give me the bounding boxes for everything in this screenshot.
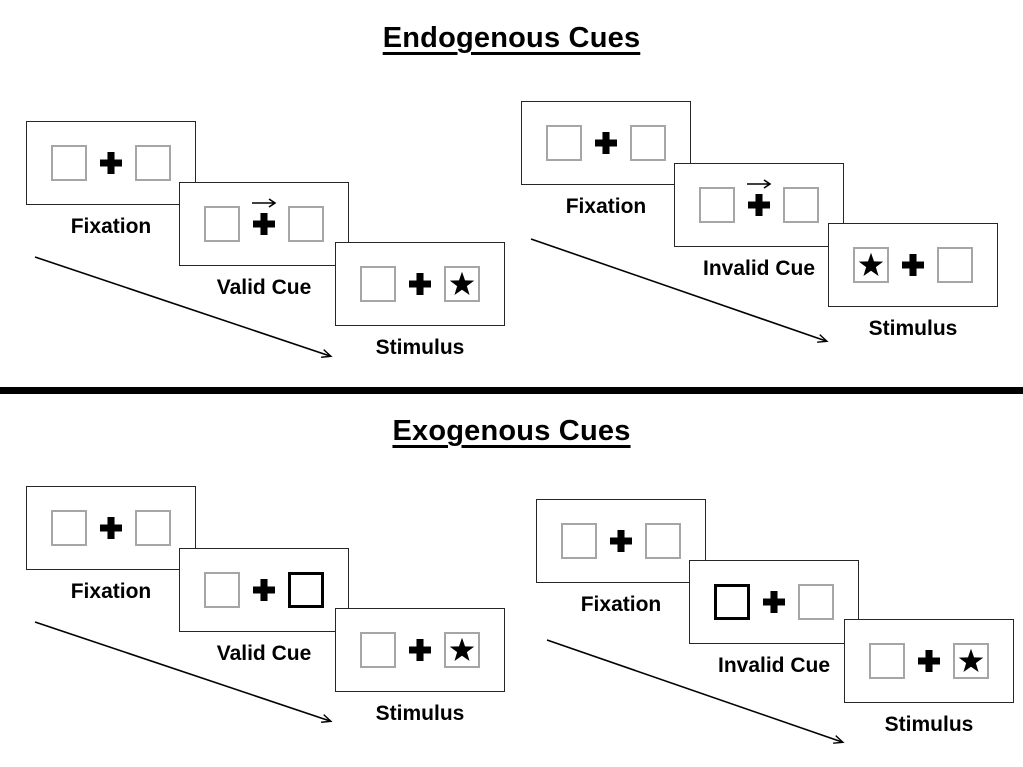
endo-valid-fixation-panel: Fixation (26, 121, 196, 239)
star-target-icon (858, 252, 884, 276)
fixation-cross-icon (100, 517, 122, 539)
placeholder-box-left (51, 145, 87, 181)
panel-label: Stimulus (868, 317, 958, 340)
exo-invalid-fixation-panel: Fixation (536, 499, 706, 617)
screen-panel (689, 560, 859, 644)
screen-panel (179, 548, 349, 632)
placeholder-box-left (360, 266, 396, 302)
target-box-left (853, 247, 889, 283)
fixation-cross-icon (409, 273, 431, 295)
placeholder-box-left (561, 523, 597, 559)
exogenous-section-title: Exogenous Cues (392, 415, 631, 447)
placeholder-box-left (360, 632, 396, 668)
panel-label: Valid Cue (216, 642, 312, 665)
endogenous-section-title: Endogenous Cues (382, 22, 641, 54)
panel-label: Fixation (70, 215, 152, 238)
exo-valid-cue-panel: Valid Cue (179, 548, 349, 666)
placeholder-box-right (135, 145, 171, 181)
panel-label: Valid Cue (216, 276, 312, 299)
placeholder-box-right (288, 206, 324, 242)
panel-label: Invalid Cue (717, 654, 831, 677)
panel-label: Fixation (565, 195, 647, 218)
endo-valid-cue-panel: Valid Cue (179, 182, 349, 300)
fixation-cross-icon (253, 579, 275, 601)
endo-invalid-stimulus-panel: Stimulus (828, 223, 998, 341)
placeholder-box-left (204, 572, 240, 608)
screen-panel (335, 608, 505, 692)
right-arrow-cue-icon (252, 198, 277, 208)
endo-invalid-cue-panel: Invalid Cue (674, 163, 844, 281)
screen-panel (26, 486, 196, 570)
panel-label: Fixation (580, 593, 662, 616)
placeholder-box-right (783, 187, 819, 223)
highlighted-cue-box-left (714, 584, 750, 620)
screen-panel (674, 163, 844, 247)
screen-panel (335, 242, 505, 326)
fixation-cross-icon (100, 152, 122, 174)
exo-valid-fixation-panel: Fixation (26, 486, 196, 604)
placeholder-box-left (699, 187, 735, 223)
placeholder-box-left (204, 206, 240, 242)
exo-valid-stimulus-panel: Stimulus (335, 608, 505, 726)
target-box-right (953, 643, 989, 679)
placeholder-box-right (798, 584, 834, 620)
placeholder-box-right (135, 510, 171, 546)
star-target-icon (449, 637, 475, 661)
highlighted-cue-box-right (288, 572, 324, 608)
placeholder-box-left (51, 510, 87, 546)
placeholder-box-right (937, 247, 973, 283)
fixation-cross-icon (252, 198, 277, 235)
star-target-icon (958, 648, 984, 672)
placeholder-box-left (869, 643, 905, 679)
panel-label: Stimulus (884, 713, 974, 736)
fixation-cross-icon (763, 591, 785, 613)
placeholder-box-left (546, 125, 582, 161)
target-box-right (444, 632, 480, 668)
panel-label: Stimulus (375, 702, 465, 725)
panel-label: Fixation (70, 580, 152, 603)
exo-invalid-stimulus-panel: Stimulus (844, 619, 1014, 737)
panel-label: Invalid Cue (702, 257, 816, 280)
fixation-cross-icon (610, 530, 632, 552)
endo-valid-stimulus-panel: Stimulus (335, 242, 505, 360)
placeholder-box-right (645, 523, 681, 559)
fixation-cross-icon (747, 179, 772, 216)
fixation-cross-icon (918, 650, 940, 672)
screen-panel (521, 101, 691, 185)
screen-panel (26, 121, 196, 205)
screen-panel (536, 499, 706, 583)
screen-panel (844, 619, 1014, 703)
star-target-icon (449, 271, 475, 295)
screen-panel (179, 182, 349, 266)
placeholder-box-right (630, 125, 666, 161)
fixation-cross-icon (902, 254, 924, 276)
target-box-right (444, 266, 480, 302)
panel-label: Stimulus (375, 336, 465, 359)
exo-invalid-cue-panel: Invalid Cue (689, 560, 859, 678)
fixation-cross-icon (595, 132, 617, 154)
endo-invalid-fixation-panel: Fixation (521, 101, 691, 219)
fixation-cross-icon (409, 639, 431, 661)
screen-panel (828, 223, 998, 307)
section-divider (0, 387, 1023, 394)
right-arrow-cue-icon (747, 179, 772, 189)
